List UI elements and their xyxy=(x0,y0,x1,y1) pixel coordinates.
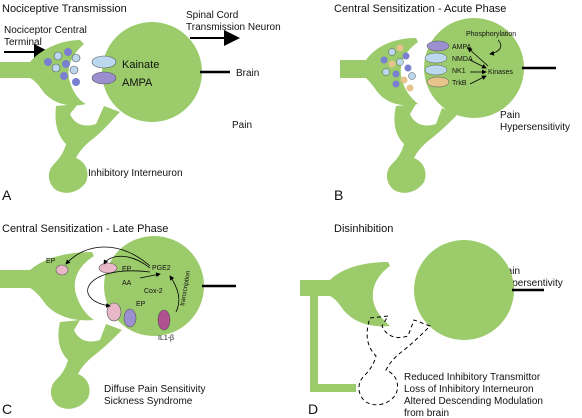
nmda-kinase-arrow xyxy=(469,59,487,69)
outcome-label-1: Diffuse Pain Sensitivity xyxy=(104,384,206,395)
postsynaptic-label-line2: Transmission Neuron xyxy=(186,22,281,33)
panel-d: Disinhibition Pain Hypersentivity Reduce… xyxy=(300,223,563,418)
vesicle-cluster xyxy=(44,48,81,86)
il1b-label: IL1-β xyxy=(158,335,174,342)
transmission-neuron xyxy=(102,22,202,122)
lost-interneuron-outline xyxy=(358,315,431,406)
nociceptor-terminal-b xyxy=(340,38,418,106)
kainate-label: Kainate xyxy=(122,59,159,71)
panel-a-title: Nociceptive Transmission xyxy=(2,3,127,15)
kinase-ampa-arrow xyxy=(467,47,489,67)
panel-d-letter: D xyxy=(308,401,318,417)
trkb-label-b: TrkB xyxy=(452,80,467,87)
vesicle-cluster-b xyxy=(380,44,416,92)
hypersensitivity-label-b: Hypersensitivity xyxy=(500,122,570,133)
nociceptor-terminal xyxy=(0,40,86,106)
ep-top-label: EP xyxy=(122,266,132,273)
inhibitory-interneuron-b xyxy=(386,104,458,193)
pge2-bottom-arrow xyxy=(87,270,151,308)
phosphorylation-arrow xyxy=(489,39,502,56)
presynaptic-label-line2: Terminal xyxy=(4,37,42,48)
note-line-2: Loss of Inhibitory Interneuron xyxy=(404,384,534,395)
nk1-receptor-b xyxy=(424,64,448,76)
inhibitory-interneuron-c xyxy=(50,320,122,409)
il1-receptor xyxy=(123,308,137,328)
inhibitory-interneuron xyxy=(48,104,120,193)
ep-receptor-outer xyxy=(55,264,69,276)
postsynaptic-label-line1: Spinal Cord xyxy=(186,10,238,21)
nociceptor-terminal-c xyxy=(0,252,94,321)
panel-b-letter: B xyxy=(334,187,343,203)
panel-c: Central Sensitization - Late Phase EP EP… xyxy=(0,223,236,417)
transmission-neuron-d xyxy=(414,240,514,340)
ampa-receptor-b xyxy=(426,40,450,52)
ampa-label-b: AMPA xyxy=(452,44,472,51)
panel-a: Nociceptive Transmission Nociceptor Cent… xyxy=(0,3,281,203)
ampa-label: AMPA xyxy=(122,77,153,89)
kainate-receptor xyxy=(91,55,117,69)
pge2-top-arrow xyxy=(103,255,151,269)
nociceptor-terminal-d xyxy=(300,262,390,392)
panel-d-title: Disinhibition xyxy=(334,223,393,235)
note-line-3: Altered Descending Modulation xyxy=(404,396,543,407)
kinases-label: Kinases xyxy=(488,69,513,76)
nmda-receptor-b xyxy=(424,52,448,64)
phosphorylation-label: Phosphorylation xyxy=(466,31,516,38)
transmission-neuron-b xyxy=(424,18,524,118)
ep-bottom-label: EP xyxy=(136,301,146,308)
pge2-outer-arrow xyxy=(65,246,151,267)
presynaptic-label-line1: Nociceptor Central xyxy=(4,25,87,36)
outcome-label-2: Sickness Syndrome xyxy=(104,396,193,407)
aa-pge2-arrow xyxy=(139,272,161,279)
panel-c-title: Central Sensitization - Late Phase xyxy=(2,223,168,235)
ampa-receptor xyxy=(91,71,117,85)
pain-label: Pain xyxy=(232,120,252,131)
ep-outer-label: EP xyxy=(46,258,56,265)
hypersentivity-label-d: Hypersentivity xyxy=(500,278,563,289)
panel-c-letter: C xyxy=(2,401,12,417)
cox2-label: Cox-2 xyxy=(144,288,163,295)
pge2-label: PGE2 xyxy=(152,265,171,272)
il1b-molecule xyxy=(157,309,171,331)
pain-label-b: Pain xyxy=(500,110,520,121)
aa-label: AA xyxy=(122,280,132,287)
interneuron-label: Inhibitory Interneuron xyxy=(88,168,183,179)
note-line-4: from brain xyxy=(404,408,449,418)
note-line-1: Reduced Inhibitory Transmittor xyxy=(404,372,541,383)
trkb-kinase-arrow xyxy=(469,75,487,85)
trkb-receptor-b xyxy=(426,76,450,88)
panel-b-title: Central Sensitization - Acute Phase xyxy=(334,3,506,15)
ep-receptor-top xyxy=(98,262,118,274)
nmda-label-b: NMDA xyxy=(452,56,473,63)
nk1-label-b: NK1 xyxy=(452,68,466,75)
panel-a-letter: A xyxy=(2,187,12,203)
transcription-arrow xyxy=(169,275,180,313)
brain-label: Brain xyxy=(236,68,259,79)
panel-b: Central Sensitization - Acute Phase AMPA… xyxy=(334,3,570,203)
